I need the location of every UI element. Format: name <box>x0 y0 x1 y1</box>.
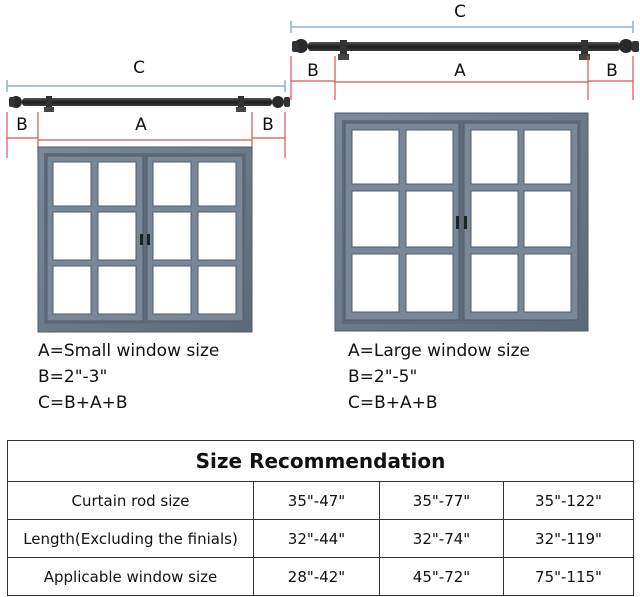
row-label-length: Length(Excluding the finials) <box>7 519 254 558</box>
table-cell: 32"-119" <box>503 519 634 558</box>
small-dim-b-right-label: B <box>262 115 274 135</box>
row-label-window-size: Applicable window size <box>7 557 254 596</box>
small-window <box>37 146 253 333</box>
table-row: Curtain rod size 35"-47" 35"-77" 35"-122… <box>7 481 634 520</box>
large-dim-c-label: C <box>454 2 466 22</box>
size-recommendation-table: Size Recommendation Curtain rod size 35"… <box>7 440 634 596</box>
illustration: C B A B <box>6 2 639 333</box>
small-curtain-rod <box>9 96 290 112</box>
table-cell: 35"-77" <box>379 481 504 520</box>
small-dim-c-label: C <box>133 58 145 78</box>
row-label-rod-size: Curtain rod size <box>7 481 254 520</box>
large-desc-line-b: B=2"-5" <box>348 367 418 387</box>
large-dim-b-right-label: B <box>606 61 618 81</box>
small-dim-bab: B A B <box>6 112 286 158</box>
table-cell: 28"-42" <box>253 557 380 596</box>
large-desc-line-a: A=Large window size <box>348 341 530 361</box>
small-desc-line-b: B=2"-3" <box>38 367 108 387</box>
table-cell: 32"-44" <box>253 519 380 558</box>
large-dim-b-left-label: B <box>307 61 319 81</box>
large-window-diagram: C B A B <box>290 2 639 332</box>
large-window-description: A=Large window size B=2"-5" C=B+A+B <box>348 338 530 416</box>
large-dim-a-label: A <box>454 61 466 81</box>
table-cell: 45"-72" <box>379 557 504 596</box>
small-dim-a-label: A <box>135 115 147 135</box>
small-desc-line-a: A=Small window size <box>38 341 220 361</box>
table-cell: 32"-74" <box>379 519 504 558</box>
table-row: Applicable window size 28"-42" 45"-72" 7… <box>7 557 634 596</box>
large-curtain-rod <box>292 39 639 60</box>
table-row: Length(Excluding the finials) 32"-44" 32… <box>7 519 634 558</box>
table-cell: 35"-122" <box>503 481 634 520</box>
small-dim-c: C <box>6 58 286 92</box>
large-window <box>334 112 589 332</box>
large-dim-bab: B A B <box>290 56 634 100</box>
table-title: Size Recommendation <box>7 440 634 482</box>
table-title-row: Size Recommendation <box>7 440 634 482</box>
table-cell: 35"-47" <box>253 481 380 520</box>
large-dim-c: C <box>290 2 634 33</box>
large-desc-line-c: C=B+A+B <box>348 393 438 413</box>
small-window-diagram: C B A B <box>6 58 290 333</box>
small-dim-b-left-label: B <box>16 115 28 135</box>
small-desc-line-c: C=B+A+B <box>38 393 128 413</box>
table-cell: 75"-115" <box>503 557 634 596</box>
small-window-description: A=Small window size B=2"-3" C=B+A+B <box>38 338 219 416</box>
